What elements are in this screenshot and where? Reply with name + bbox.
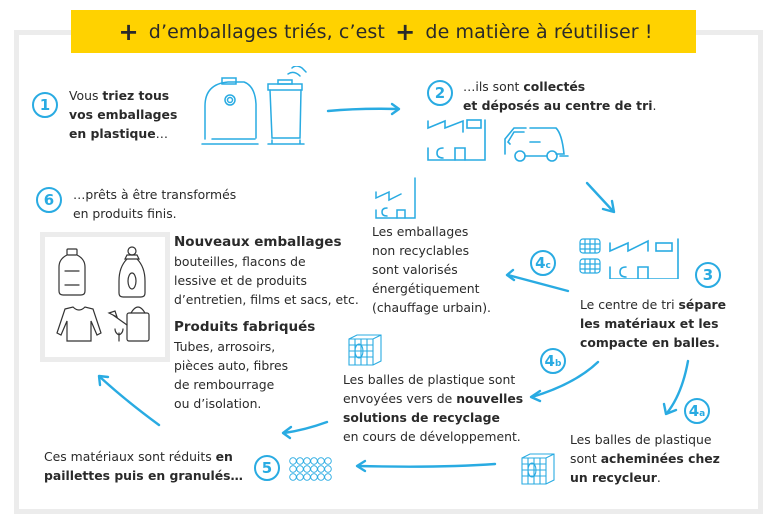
factory-icon [427,119,486,161]
step-4b-badge: 4b [540,348,566,374]
factory-icon [375,177,416,219]
manufactured-products-text: Produits fabriqués Tubes, arrosoirs, piè… [174,319,316,411]
step-5-badge: 5 [254,455,280,481]
plus-icon: + [118,17,139,46]
arrow-icon [505,268,570,293]
arrow-icon [529,360,600,403]
step-4c-badge: 4c [530,250,556,276]
step-2-badge: 2 [427,80,453,106]
arrow-icon [355,459,497,473]
plastic-bale-icon [521,453,555,485]
title-banner: + d’emballages triés, c’est + de matière… [71,10,696,53]
plus-icon: + [395,17,416,46]
step-4b-text: Les balles de plastique sont envoyées ve… [343,372,524,444]
sorting-bins-icon [201,66,307,145]
sweater-icon [56,306,102,342]
step-3-text: Le centre de tri sépare les matériaux et… [580,297,727,350]
step-6-text: …prêts à être transformés en produits fi… [73,187,237,221]
arrow-icon [326,102,401,116]
granules-icon [289,457,332,481]
step-4a-text: Les balles de plastique sont acheminées … [570,432,720,485]
arrow-icon [281,420,329,440]
step-3-badge: 3 [695,262,721,288]
step-6-badge: 6 [36,187,62,213]
products-illustration [40,232,170,362]
watering-can-icon [107,306,150,342]
truck-icon [504,127,569,162]
step-2-text: …ils sont collectés et déposés au centre… [463,79,657,113]
step-1-text: Vous triez tous vos emballages en plasti… [69,88,178,141]
step-4a-badge: 4a [684,398,710,424]
new-packaging-text: Nouveaux emballages bouteilles, flacons … [174,234,359,307]
step-4c-text: Les emballages non recyclables sont valo… [372,224,491,315]
step-1-badge: 1 [32,92,58,118]
bales-icon [579,238,679,279]
arrow-icon [585,181,616,214]
banner-title: + d’emballages triés, c’est + de matière… [118,17,653,46]
step-5-text: Ces matériaux sont réduits en paillettes… [44,449,243,483]
arrow-icon [97,374,161,427]
plastic-bale-icon [348,334,382,366]
arrow-icon [662,359,690,416]
detergent-bottle-icon [118,246,146,298]
bottle-icon [58,248,86,296]
